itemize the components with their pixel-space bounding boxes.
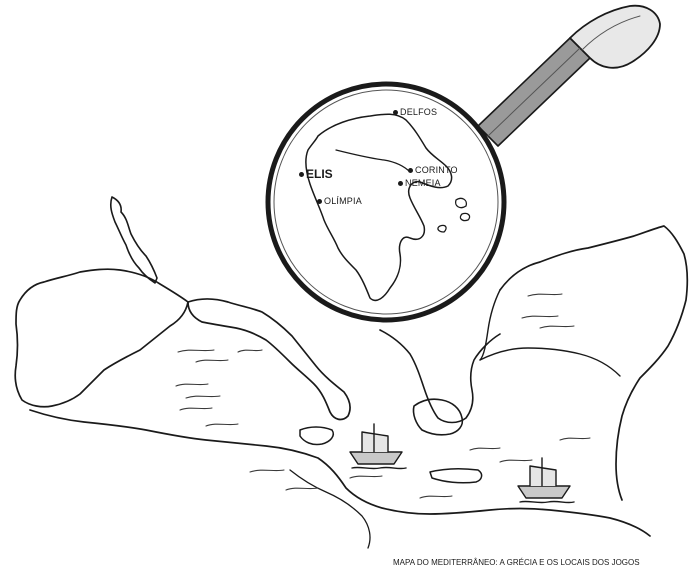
gulf-corinth xyxy=(335,149,411,173)
label-olimpia: OLÍMPIA xyxy=(324,196,362,206)
coast-anatolia-south xyxy=(479,347,621,377)
landmass-balkans xyxy=(379,329,501,424)
sea-strokes xyxy=(175,293,591,499)
magnifier-lens-icon xyxy=(265,81,507,323)
coast-africa-inner xyxy=(289,469,371,549)
marker-delfos xyxy=(393,110,398,115)
island-upper-left xyxy=(109,196,158,284)
ship-icon xyxy=(517,457,575,504)
label-nemeia: NEMEIA xyxy=(405,178,441,188)
coast-north-africa xyxy=(29,409,651,537)
marker-nemeia xyxy=(398,181,403,186)
landmass-east xyxy=(499,225,689,501)
marker-olimpia xyxy=(317,199,322,204)
landmass-italy xyxy=(187,298,351,421)
marker-corinto xyxy=(408,168,413,173)
label-delfos: DELFOS xyxy=(400,107,438,117)
island-crete xyxy=(429,467,483,484)
coast-anatolia-west xyxy=(479,289,501,361)
label-corinto: CORINTO xyxy=(415,165,458,175)
magnifier-handle-icon xyxy=(477,4,661,147)
ship-icon xyxy=(349,423,407,470)
greece-small xyxy=(412,398,464,436)
label-elis: ELIS xyxy=(306,167,333,181)
greece-magnified xyxy=(305,113,453,302)
islands-magnified xyxy=(437,197,471,233)
marker-elis xyxy=(299,172,304,177)
map-caption: MAPA DO MEDITERRÂNEO: A GRÉCIA E OS LOCA… xyxy=(393,558,640,567)
landmass-west xyxy=(14,268,189,408)
island-sicily xyxy=(299,426,334,446)
